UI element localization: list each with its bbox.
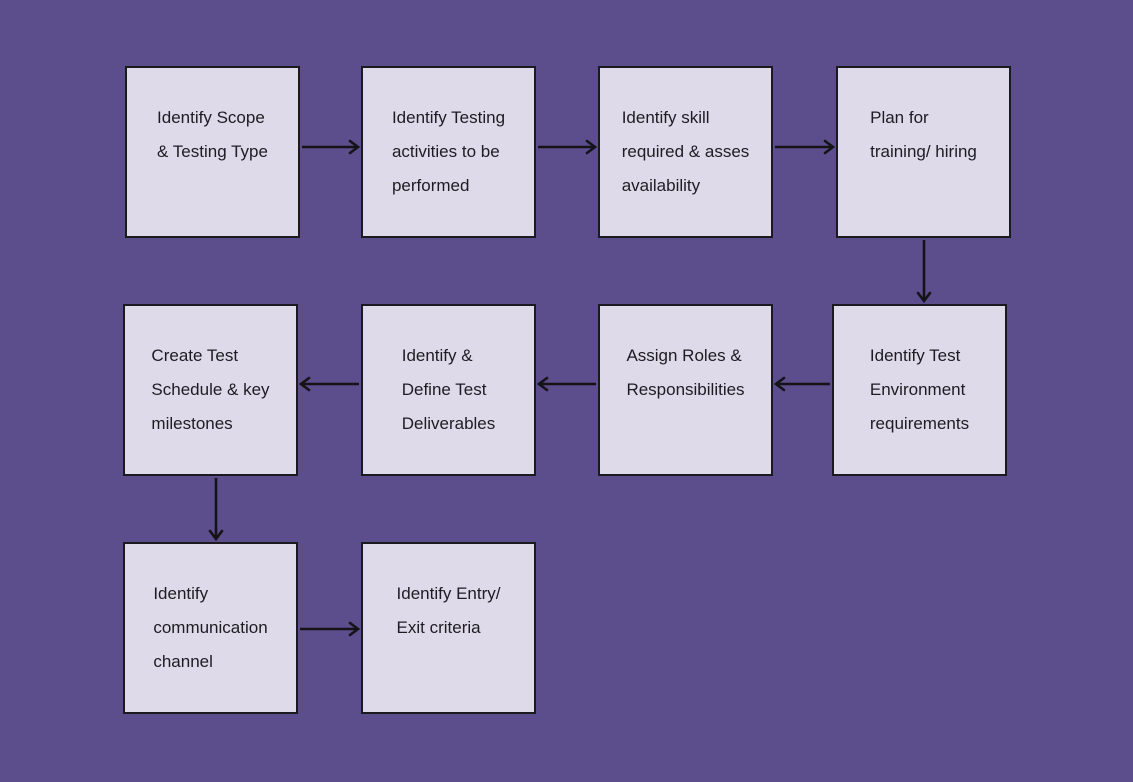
node-label: Identify skill required & asses availabi… (622, 101, 750, 236)
node-label-line: availability (621, 176, 701, 195)
node-label-line: Identify Testing (391, 108, 506, 127)
node-label-line: communication (153, 618, 268, 637)
node-label: Identify Entry/ Exit criteria (397, 577, 501, 712)
node-label-line: requirements (869, 414, 970, 433)
node-label-line: Identify Scope (157, 108, 265, 127)
node-label-line: Schedule & key (151, 380, 270, 399)
node-label-line: Create Test (151, 346, 239, 365)
node-label: Plan for training/ hiring (870, 101, 977, 236)
node-label-line: Assign Roles & (626, 346, 742, 365)
node-label-line: Identify (153, 584, 209, 603)
node-label: Identify Test Environment requirements (870, 339, 969, 474)
node-label: Identify & Define Test Deliverables (402, 339, 496, 474)
node-label-line: Identify Test (869, 346, 961, 365)
node-label-line: performed (391, 176, 470, 195)
node-label-line: Define Test (401, 380, 487, 399)
node-label: Assign Roles & Responsibilities (626, 339, 744, 474)
node-label-line: training/ hiring (870, 142, 977, 161)
node-label-line: & Testing Type (157, 142, 268, 161)
node-plan-training-hiring: Plan for training/ hiring (836, 66, 1011, 238)
node-label-line: Identify skill (621, 108, 710, 127)
node-label-line: required & asses (621, 142, 750, 161)
node-label-line: Plan for (870, 108, 929, 127)
node-label-line: Deliverables (401, 414, 496, 433)
node-label-line: Identify & (401, 346, 473, 365)
node-label-line: activities to be (391, 142, 500, 161)
node-identify-entry-exit: Identify Entry/ Exit criteria (361, 542, 536, 714)
node-assign-roles: Assign Roles & Responsibilities (598, 304, 773, 476)
node-label: Create Test Schedule & key milestones (151, 339, 269, 474)
node-create-test-schedule: Create Test Schedule & key milestones (123, 304, 298, 476)
node-identify-test-environment: Identify Test Environment requirements (832, 304, 1007, 476)
node-label-line: Identify Entry/ (396, 584, 501, 603)
node-identify-scope: Identify Scope & Testing Type (125, 66, 300, 238)
node-label: Identify communication channel (153, 577, 267, 712)
node-label: Identify Testing activities to be perfor… (392, 101, 505, 236)
node-label-line: Responsibilities (626, 380, 745, 399)
node-label: Identify Scope & Testing Type (157, 101, 268, 236)
node-label-line: Environment (869, 380, 966, 399)
node-identify-skill: Identify skill required & asses availabi… (598, 66, 773, 238)
node-define-test-deliverables: Identify & Define Test Deliverables (361, 304, 536, 476)
node-identify-communication: Identify communication channel (123, 542, 298, 714)
node-label-line: milestones (151, 414, 233, 433)
node-label-line: channel (153, 652, 213, 671)
node-identify-testing-activities: Identify Testing activities to be perfor… (361, 66, 536, 238)
node-label-line: Exit criteria (396, 618, 481, 637)
